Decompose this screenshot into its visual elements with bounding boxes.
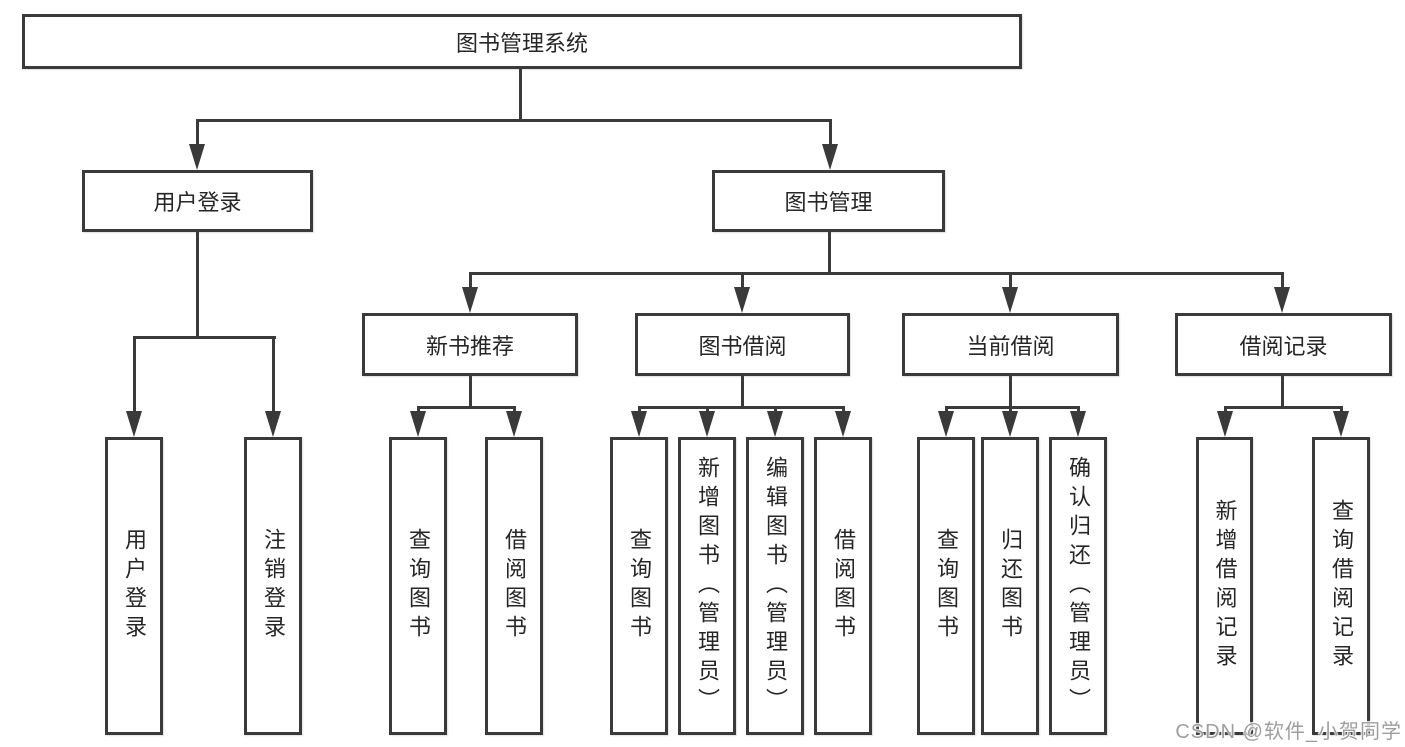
- leaf-bookborrow-add-label: 新增图书（管理员）: [695, 455, 720, 717]
- leaf-currentborrow-return-label: 归还图书: [998, 528, 1023, 644]
- connector-leaf-user-login-drop: [133, 336, 136, 411]
- connector-book-mgmt-stem: [828, 232, 831, 272]
- connector-drop: [1077, 406, 1080, 411]
- connector-user-login-split: [133, 336, 276, 339]
- connector-borrow-records-stem: [1281, 376, 1284, 406]
- arrowhead-icon: [1217, 411, 1233, 437]
- connector-root-split: [196, 119, 832, 122]
- node-book-borrow-label: 图书借阅: [698, 333, 787, 359]
- connector-current-borrow-split: [945, 406, 1080, 409]
- leaf-newbooks-query: 查询图书: [389, 437, 447, 735]
- node-current-borrow: 当前借阅: [902, 313, 1119, 376]
- arrowhead-icon: [1002, 411, 1018, 437]
- node-root-label: 图书管理系统: [455, 30, 588, 56]
- leaf-bookborrow-borrow-label: 借阅图书: [831, 528, 856, 644]
- leaf-records-add: 新增借阅记录: [1196, 437, 1253, 735]
- arrowhead-icon: [767, 411, 783, 437]
- leaf-bookborrow-query: 查询图书: [610, 437, 668, 735]
- connector-current-borrow-stem: [1009, 376, 1012, 406]
- arrowhead-icon: [835, 411, 851, 437]
- connector-drop: [417, 406, 420, 411]
- node-current-borrow-label: 当前借阅: [966, 333, 1055, 359]
- leaf-currentborrow-confirm: 确认归还（管理员）: [1049, 437, 1107, 735]
- leaf-newbooks-borrow-label: 借阅图书: [502, 528, 527, 644]
- arrowhead-icon: [938, 411, 954, 437]
- connector-book-borrow-drop: [741, 272, 744, 287]
- connector-drop: [1224, 406, 1227, 411]
- node-book-mgmt-label: 图书管理: [784, 190, 873, 215]
- arrowhead-icon: [822, 144, 838, 170]
- connector-current-borrow-drop: [1009, 272, 1012, 287]
- arrowhead-icon: [631, 411, 647, 437]
- leaf-bookborrow-query-label: 查询图书: [627, 528, 652, 644]
- arrowhead-icon: [462, 287, 478, 313]
- connector-drop: [706, 406, 709, 411]
- connector-user-login-stem: [196, 232, 199, 336]
- leaf-bookborrow-borrow: 借阅图书: [814, 437, 872, 735]
- connector-drop: [774, 406, 777, 411]
- connector-new-books-stem: [469, 376, 472, 406]
- connector-drop: [842, 406, 845, 411]
- node-new-books: 新书推荐: [362, 313, 578, 376]
- leaf-currentborrow-return: 归还图书: [981, 437, 1039, 735]
- leaf-newbooks-borrow: 借阅图书: [485, 437, 543, 735]
- arrowhead-icon: [265, 411, 281, 437]
- node-book-mgmt: 图书管理: [712, 170, 945, 232]
- leaf-logout-label: 注销登录: [261, 528, 286, 644]
- arrowhead-icon: [410, 411, 426, 437]
- connector-book-borrow-split: [638, 406, 845, 409]
- connector-book-mgmt-split: [469, 272, 1284, 275]
- leaf-currentborrow-confirm-label: 确认归还（管理员）: [1066, 455, 1091, 717]
- arrowhead-icon: [189, 144, 205, 170]
- connector-drop: [513, 406, 516, 411]
- node-new-books-label: 新书推荐: [425, 333, 514, 359]
- leaf-logout: 注销登录: [244, 437, 302, 735]
- arrowhead-icon: [734, 287, 750, 313]
- connector-new-books-drop: [469, 272, 472, 287]
- connector-book-borrow-stem: [741, 376, 744, 406]
- arrowhead-icon: [126, 411, 142, 437]
- node-root: 图书管理系统: [22, 14, 1022, 69]
- node-book-borrow: 图书借阅: [635, 313, 850, 376]
- connector-new-books-split: [417, 406, 516, 409]
- arrowhead-icon: [1002, 287, 1018, 313]
- watermark: CSDN @软件_小贺同学: [1175, 721, 1402, 743]
- arrowhead-icon: [1070, 411, 1086, 437]
- leaf-currentborrow-query: 查询图书: [917, 437, 975, 735]
- connector-drop: [1009, 406, 1012, 411]
- leaf-currentborrow-query-label: 查询图书: [934, 528, 959, 644]
- connector-book-mgmt-drop: [829, 119, 832, 145]
- connector-borrow-records-split: [1224, 406, 1343, 409]
- node-user-login: 用户登录: [82, 170, 313, 232]
- node-borrow-records-label: 借阅记录: [1239, 333, 1328, 359]
- leaf-bookborrow-add: 新增图书（管理员）: [678, 437, 736, 735]
- leaf-bookborrow-edit-label: 编辑图书（管理员）: [763, 455, 788, 717]
- connector-drop: [945, 406, 948, 411]
- connector-root-stem: [519, 69, 522, 119]
- node-user-login-label: 用户登录: [153, 190, 242, 215]
- leaf-user-login-label: 用户登录: [122, 528, 147, 644]
- leaf-bookborrow-edit: 编辑图书（管理员）: [746, 437, 804, 735]
- leaf-user-login: 用户登录: [105, 437, 163, 735]
- connector-drop: [1340, 406, 1343, 411]
- arrowhead-icon: [1333, 411, 1349, 437]
- arrowhead-icon: [506, 411, 522, 437]
- leaf-records-query: 查询借阅记录: [1312, 437, 1370, 735]
- leaf-newbooks-query-label: 查询图书: [406, 528, 431, 644]
- leaf-records-query-label: 查询借阅记录: [1329, 499, 1354, 673]
- leaf-records-add-label: 新增借阅记录: [1212, 499, 1238, 673]
- node-borrow-records: 借阅记录: [1175, 313, 1392, 376]
- connector-drop: [638, 406, 641, 411]
- arrowhead-icon: [1274, 287, 1290, 313]
- arrowhead-icon: [699, 411, 715, 437]
- connector-borrow-records-drop: [1281, 272, 1284, 287]
- connector-leaf-logout-drop: [272, 336, 275, 411]
- connector-user-login-drop: [196, 119, 199, 145]
